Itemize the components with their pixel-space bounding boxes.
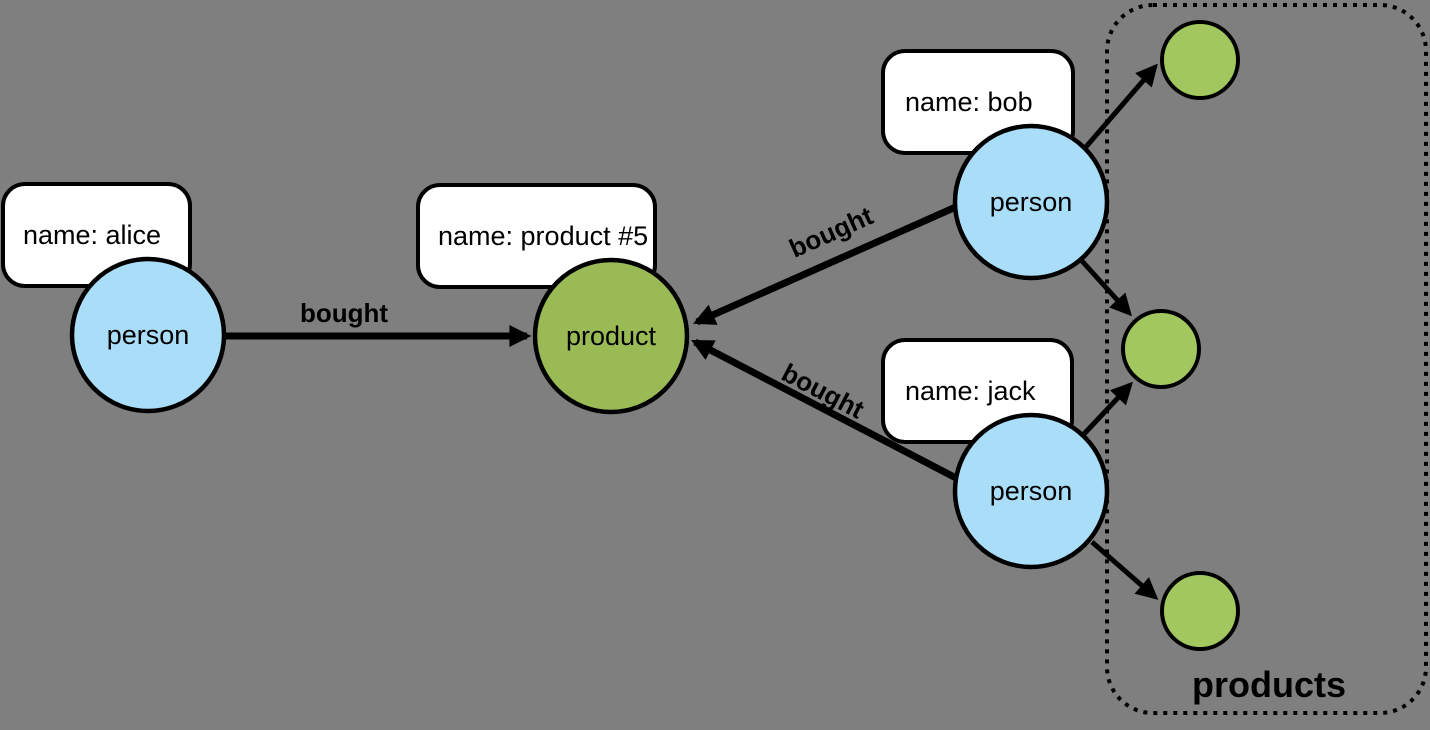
edge-jack-product-middle: [1082, 381, 1134, 436]
edge-label-bob-bought: bought: [785, 200, 878, 263]
property-text-jack: name: jack: [905, 376, 1036, 406]
products-group-border: [1105, 3, 1428, 715]
node-label-product5: product: [566, 321, 657, 351]
node-label-alice: person: [107, 320, 190, 350]
node-jack: [952, 412, 1110, 570]
edge-jack-bought-product5: [691, 338, 958, 482]
property-text-product5: name: product #5: [438, 221, 648, 251]
edge-bob-bought-product5: [692, 202, 960, 326]
products-group-label: products: [1192, 664, 1346, 705]
node-product-small-bottom: [1160, 571, 1240, 651]
edge-label-alice-bought: bought: [300, 298, 388, 328]
node-product5: [532, 257, 690, 415]
node-product-small-top: [1160, 20, 1240, 100]
node-label-bob: person: [990, 187, 1073, 217]
edge-jack-product-bottom: [1090, 540, 1159, 600]
node-bob: [952, 123, 1110, 281]
node-label-jack: person: [990, 476, 1073, 506]
edge-bob-product-top: [1083, 63, 1158, 150]
edge-label-jack-bought: bought: [777, 357, 869, 424]
edge-bob-product-middle: [1080, 259, 1132, 317]
node-product-small-middle: [1121, 309, 1201, 389]
property-text-bob: name: bob: [905, 87, 1033, 117]
node-alice: [69, 256, 227, 414]
property-text-alice: name: alice: [23, 220, 161, 250]
